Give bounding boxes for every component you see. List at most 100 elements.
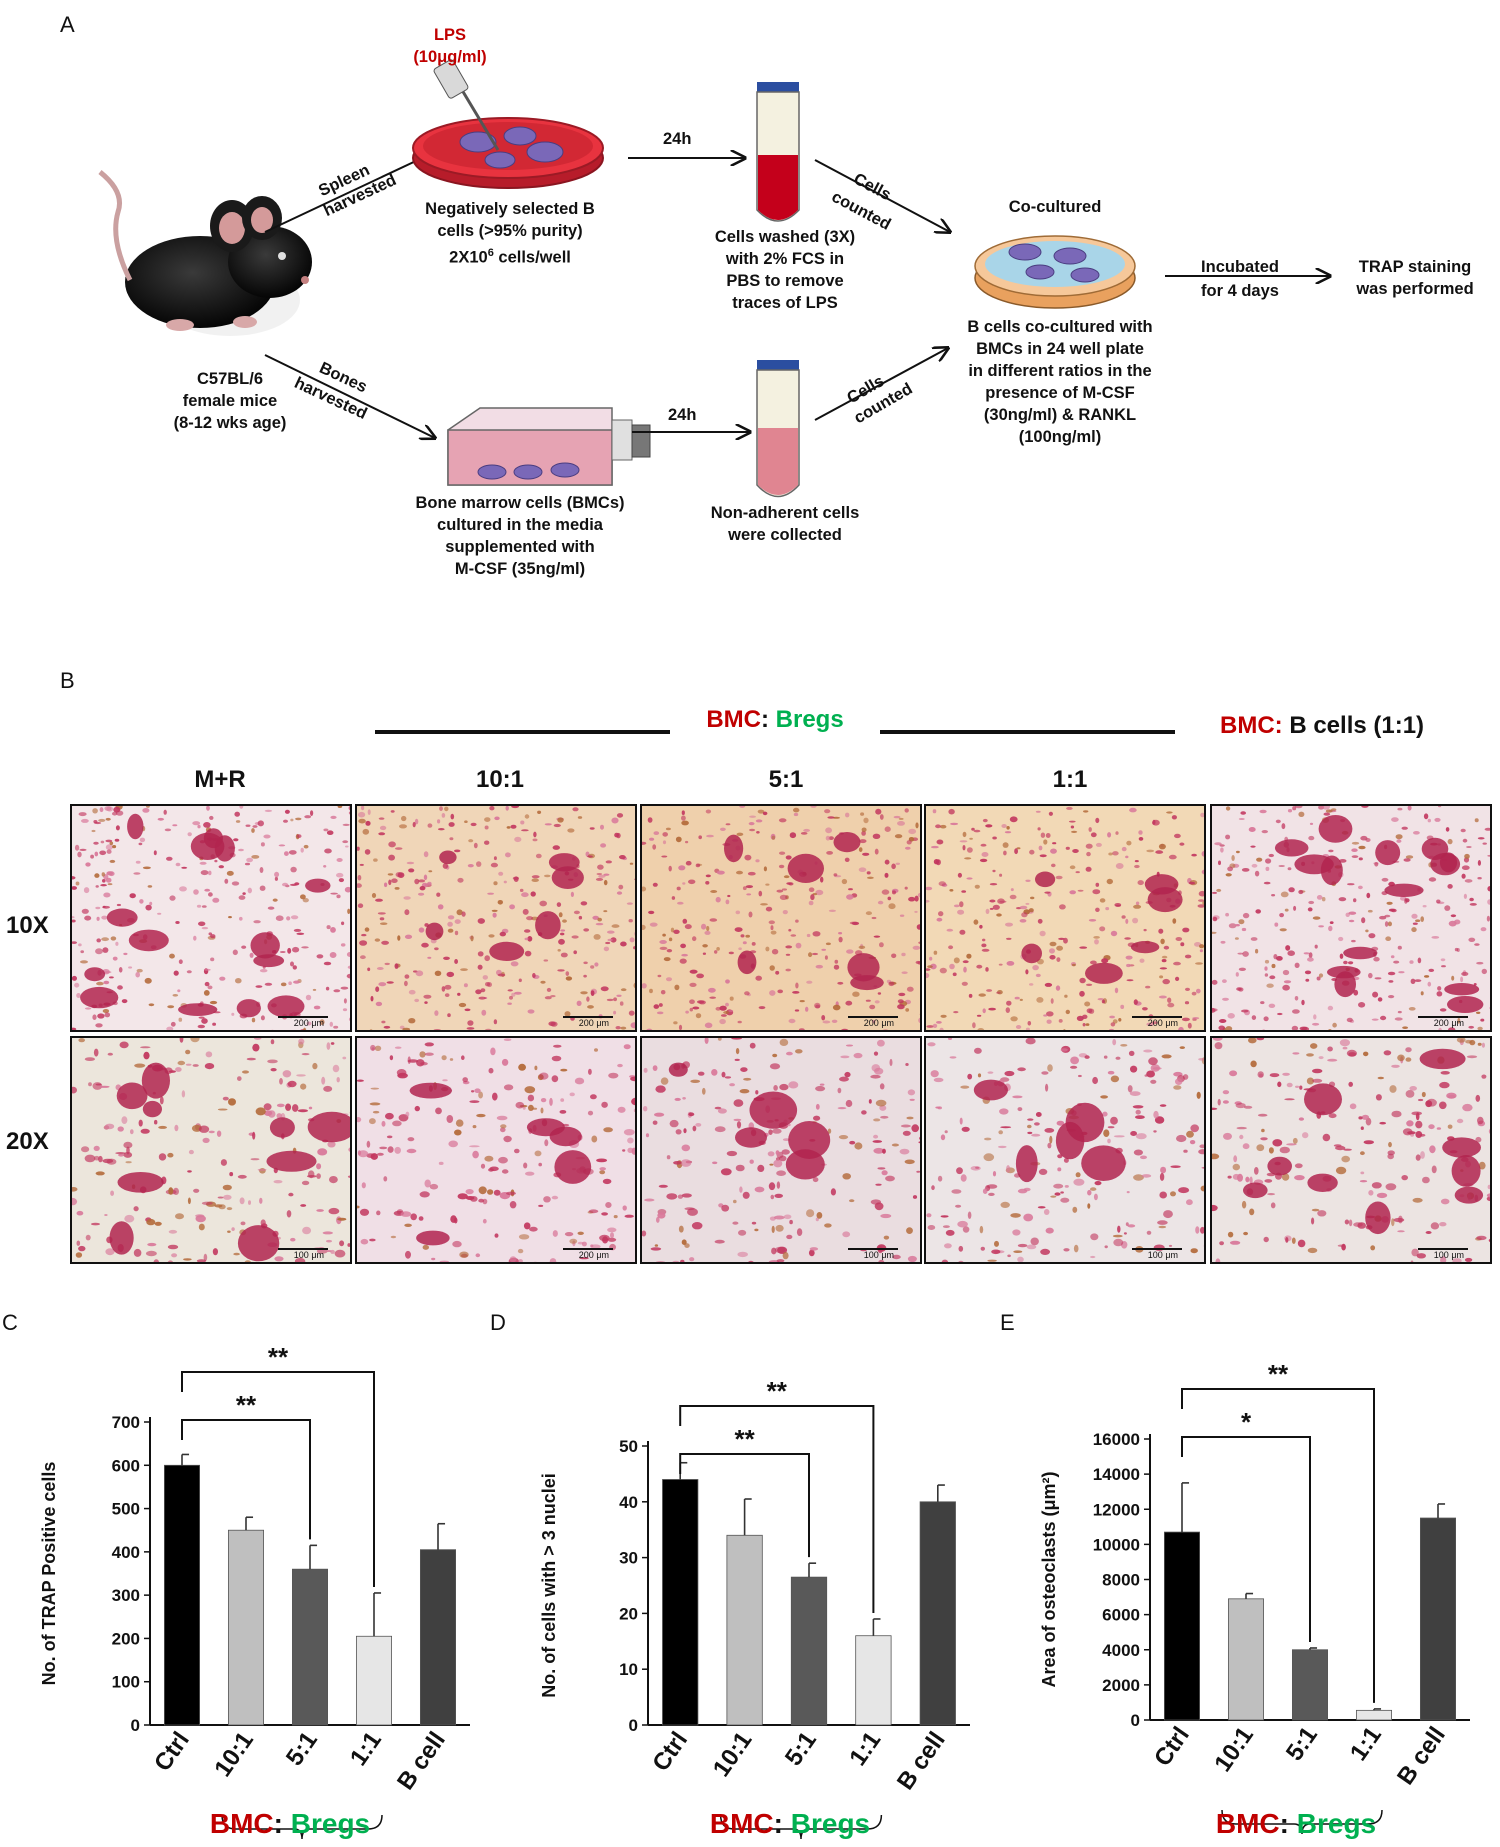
schematic-diagram — [98, 59, 1500, 498]
time-label-bottom: 24h — [668, 406, 697, 424]
significance-bracket — [181, 1419, 311, 1540]
category-label: 1:1 — [844, 1727, 886, 1771]
category-label: 5:1 — [281, 1727, 323, 1771]
significance-bracket — [679, 1453, 810, 1558]
column-label-5-1: 5:1 — [768, 766, 804, 793]
bmc-description: Bone marrow cells (BMCs) cultured in the… — [415, 494, 625, 578]
scale-bar — [1418, 1016, 1468, 1018]
bar-b-cell — [419, 1549, 456, 1726]
scale-bar — [563, 1248, 613, 1250]
y-tick-label: 16000 — [1093, 1430, 1140, 1449]
significance-label: ** — [1268, 1359, 1289, 1389]
panel-label-e: E — [1000, 1310, 1015, 1335]
bregs-bracket-right — [880, 730, 1175, 734]
time-label-top: 24h — [663, 130, 692, 148]
y-tick-label: 50 — [619, 1437, 638, 1456]
y-tick-label: 12000 — [1093, 1500, 1140, 1519]
bar-10-1 — [726, 1534, 763, 1726]
micrograph-20x-1: 100 μm — [70, 1036, 352, 1264]
category-label: 10:1 — [209, 1727, 259, 1782]
bar-1-1 — [1355, 1709, 1392, 1721]
trap-description: TRAP staining was performed — [1356, 258, 1474, 298]
y-tick-label: 0 — [629, 1716, 638, 1735]
significance-label: ** — [236, 1390, 257, 1420]
scale-bar — [278, 1248, 328, 1250]
bar-5-1 — [291, 1568, 328, 1726]
significance-bracket — [1181, 1436, 1311, 1642]
y-tick-label: 10000 — [1093, 1535, 1140, 1554]
bar-ctrl — [662, 1479, 699, 1726]
column-label-10-1: 10:1 — [475, 766, 525, 793]
column-label-mr: M+R — [194, 766, 246, 793]
y-tick-label: 500 — [112, 1500, 140, 1519]
y-tick-label: 0 — [131, 1716, 140, 1735]
y-tick-label: 10 — [619, 1660, 638, 1679]
lps-label: LPS — [433, 26, 467, 44]
category-label: Ctrl — [647, 1727, 693, 1776]
micrograph-20x-3: 100 μm — [640, 1036, 922, 1264]
lps-concentration: (10μg/ml) — [413, 48, 487, 66]
petri-dish-lps — [412, 59, 604, 189]
bregs-footer-d: BMC: Bregs — [709, 1808, 871, 1839]
bar-5-1 — [1291, 1649, 1328, 1721]
category-label: B cell — [1392, 1722, 1451, 1790]
chart-osteoclast-area: 0200040006000800010000120001400016000Are… — [1039, 1359, 1470, 1835]
significance-label: * — [1241, 1407, 1252, 1437]
cocultured-label: Co-cultured — [1008, 198, 1102, 216]
scale-bar-label: 100 μm — [863, 1250, 894, 1260]
significance-bracket — [1181, 1388, 1375, 1703]
significance-label: ** — [767, 1376, 788, 1406]
coculture-description: B cells co-cultured with BMCs in 24 well… — [967, 318, 1153, 446]
bar-1-1 — [355, 1635, 392, 1726]
scale-bar-label: 200 μm — [863, 1018, 894, 1028]
y-axis-label: No. of cells with > 3 nuclei — [539, 1473, 559, 1698]
mouse-illustration — [98, 170, 312, 336]
micrograph-20x-4: 100 μm — [924, 1036, 1206, 1264]
scale-bar-label: 100 μm — [1147, 1250, 1178, 1260]
bregs-header: BMC: Bregs — [706, 706, 844, 733]
y-tick-label: 100 — [112, 1673, 140, 1692]
bregs-footer-c: BMC: Bregs — [209, 1808, 371, 1839]
mouse-description: C57BL/6 female mice (8-12 wks age) — [173, 370, 287, 432]
panel-label-d: D — [490, 1310, 506, 1335]
category-label: 10:1 — [1209, 1722, 1259, 1777]
scale-bar-label: 200 μm — [578, 1250, 609, 1260]
tube-washed — [756, 82, 800, 222]
bcells-header: BMC: B cells (1:1) — [1220, 712, 1425, 739]
culture-flask-bmc — [447, 407, 651, 486]
bar-b-cell — [1419, 1517, 1456, 1721]
category-label: 1:1 — [345, 1727, 387, 1771]
y-axis-label: No. of TRAP Positive cells — [39, 1462, 59, 1686]
y-tick-label: 400 — [112, 1543, 140, 1562]
y-tick-label: 600 — [112, 1456, 140, 1475]
micrograph-10x-4: 200 μm — [924, 804, 1206, 1032]
y-tick-label: 4000 — [1102, 1641, 1140, 1660]
group-brace — [221, 1814, 383, 1840]
bar-ctrl — [1163, 1531, 1200, 1721]
column-label-1-1: 1:1 — [1052, 766, 1088, 793]
micrograph-20x-2: 200 μm — [355, 1036, 637, 1264]
y-tick-label: 0 — [1131, 1711, 1140, 1730]
micrograph-10x-3: 200 μm — [640, 804, 922, 1032]
row-label-20x: 20X — [6, 1128, 49, 1155]
micrograph-20x-5: 100 μm — [1210, 1036, 1492, 1264]
y-tick-label: 2000 — [1102, 1676, 1140, 1695]
scale-bar — [1418, 1248, 1468, 1250]
washed-description: Cells washed (3X) with 2% FCS in PBS to … — [714, 228, 856, 312]
category-label: 5:1 — [1281, 1722, 1323, 1766]
bregs-footer-e: BMC: Bregs — [1215, 1808, 1377, 1839]
y-tick-label: 300 — [112, 1586, 140, 1605]
scale-bar — [848, 1248, 898, 1250]
y-tick-label: 20 — [619, 1604, 638, 1623]
micrograph-10x-1: 200 μm — [70, 804, 352, 1032]
scale-bar-label: 200 μm — [578, 1018, 609, 1028]
panel-label-c: C — [2, 1310, 18, 1335]
scale-bar-label: 200 μm — [1433, 1018, 1464, 1028]
incubated-label-line1: Incubated — [1201, 258, 1279, 276]
scale-bar — [563, 1016, 613, 1018]
category-label: 1:1 — [1345, 1722, 1387, 1766]
bar-b-cell — [919, 1501, 956, 1726]
y-tick-label: 6000 — [1102, 1606, 1140, 1625]
